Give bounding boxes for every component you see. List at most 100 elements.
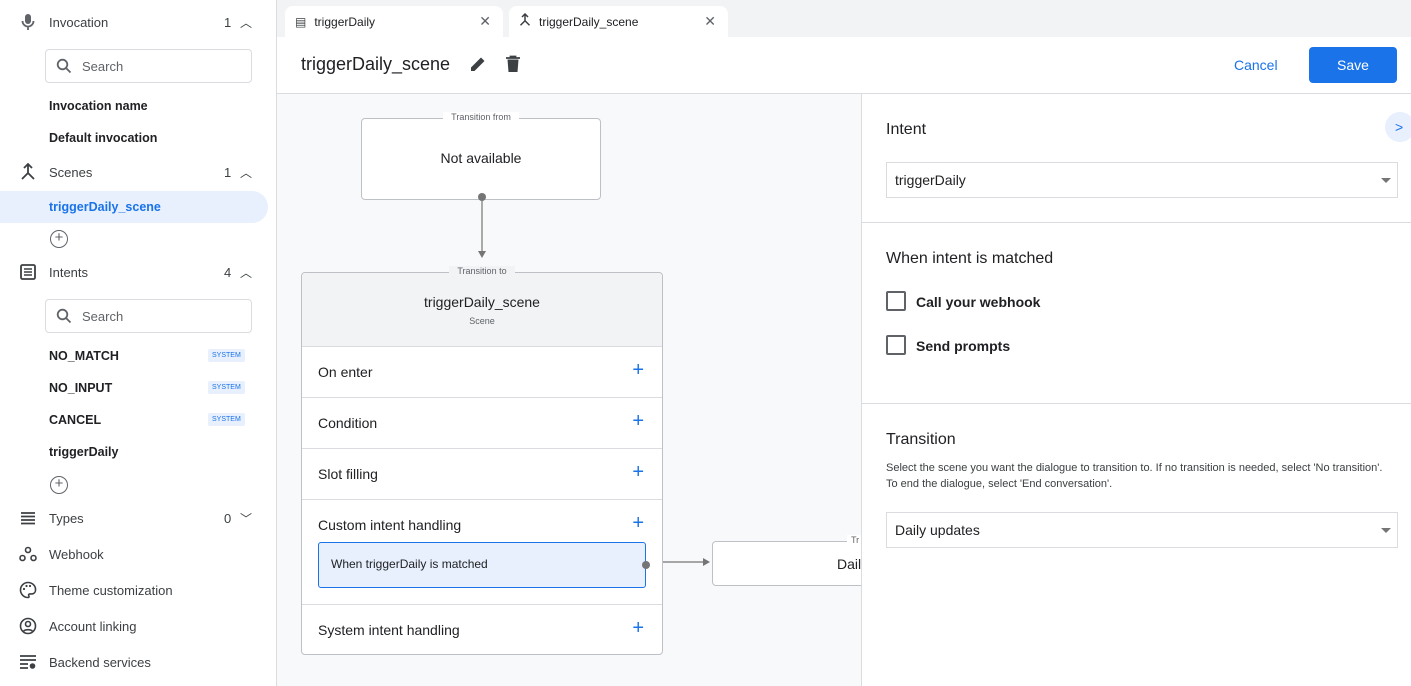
section-count: 0 [224, 510, 232, 526]
sidebar-section-intents[interactable]: Intents 4 ︿ [0, 257, 276, 287]
transition-heading: Transition [886, 431, 956, 448]
scene-merge-icon [18, 162, 38, 182]
item-label: Webhook [49, 546, 104, 562]
tab-label: triggerDaily_scene [539, 14, 639, 29]
row-on-enter[interactable]: On enter+ [302, 346, 662, 397]
item-label: triggerDaily_scene [49, 200, 161, 214]
transition-description: Select the scene you want the dialogue t… [886, 462, 1383, 490]
matched-heading: When intent is matched [886, 250, 1054, 267]
row-slot-filling[interactable]: Slot filling+ [302, 448, 662, 499]
add-icon[interactable]: + [632, 512, 644, 534]
sidebar-item-intent[interactable]: NO_INPUT [49, 381, 113, 395]
node-legend: Transition from [443, 112, 519, 122]
row-system-intent-handling[interactable]: System intent handling+ [302, 604, 662, 655]
search-placeholder: Search [82, 308, 124, 324]
node-legend: Transition to [449, 266, 515, 276]
send-prompts-checkbox[interactable] [886, 335, 906, 355]
types-list-icon [18, 508, 38, 528]
section-label: Invocation [49, 14, 109, 30]
selected-value: Daily updates [895, 522, 980, 538]
delete-trash-icon[interactable] [505, 55, 521, 76]
editor-tab-bar: ▤ triggerDaily ✕ triggerDaily_scene ✕ [277, 0, 1411, 37]
invocation-search-input[interactable]: Search [45, 49, 252, 83]
dropdown-arrow-icon [1381, 528, 1391, 533]
intent-select[interactable]: triggerDaily [886, 162, 1398, 198]
microphone-icon [18, 12, 38, 32]
sidebar-section-invocation[interactable]: Invocation 1 ︿ [0, 7, 276, 37]
add-icon[interactable]: + [632, 461, 644, 483]
sidebar-section-scenes[interactable]: Scenes 1 ︿ [0, 157, 276, 187]
arrow-head [478, 251, 486, 258]
intent-list-icon [18, 262, 38, 282]
close-icon[interactable]: ✕ [704, 13, 716, 29]
close-icon[interactable]: ✕ [479, 13, 491, 29]
sidebar-item-backend-services[interactable]: Backend services [0, 647, 276, 677]
item-label: Backend services [49, 654, 151, 670]
intents-search-input[interactable]: Search [45, 299, 252, 333]
sidebar-item-triggerdaily-scene[interactable]: triggerDaily_scene [0, 191, 268, 223]
row-condition[interactable]: Condition+ [302, 397, 662, 448]
checkbox-label: Send prompts [916, 338, 1011, 354]
dropdown-arrow-icon [1381, 178, 1391, 183]
target-scene-name: Dail [837, 556, 861, 572]
sidebar-item-intent[interactable]: NO_MATCH [49, 349, 119, 363]
intent-icon: ▤ [295, 14, 307, 29]
system-badge: SYSTEM [208, 349, 245, 362]
palette-icon [18, 580, 38, 600]
chevron-up-icon[interactable]: ︿ [240, 265, 253, 280]
system-badge: SYSTEM [208, 413, 245, 426]
edit-pencil-icon[interactable] [469, 55, 487, 76]
sidebar: Invocation 1 ︿ Search Invocation name De… [0, 0, 277, 686]
divider [862, 403, 1411, 404]
transition-select[interactable]: Daily updates [886, 512, 1398, 548]
node-legend: Tr [847, 535, 861, 545]
item-label: Theme customization [49, 582, 173, 598]
sidebar-item-default-invocation[interactable]: Default invocation [49, 131, 158, 145]
selected-value: triggerDaily [895, 172, 966, 188]
add-icon[interactable]: + [632, 359, 644, 381]
chevron-up-icon[interactable]: ︿ [240, 165, 253, 180]
arrow-head [703, 558, 710, 566]
section-count: 1 [224, 164, 232, 180]
transition-from-node: Transition from Not available [361, 112, 601, 200]
sidebar-item-intent[interactable]: triggerDaily [49, 445, 119, 459]
account-circle-icon [18, 616, 38, 636]
section-label: Intents [49, 264, 89, 280]
sidebar-item-webhook[interactable]: Webhook [0, 539, 276, 569]
sidebar-item-intent[interactable]: CANCEL [49, 413, 102, 427]
collapse-panel-chevron-icon[interactable]: > [1385, 112, 1411, 142]
scene-icon [519, 12, 531, 30]
save-button[interactable]: Save [1309, 47, 1397, 83]
divider [862, 222, 1411, 223]
search-placeholder: Search [82, 58, 124, 74]
call-webhook-checkbox[interactable] [886, 291, 906, 311]
section-count: 1 [224, 14, 232, 30]
scene-name: triggerDaily_scene [424, 294, 540, 310]
page-title: triggerDaily_scene [301, 54, 451, 74]
add-intent-icon[interactable]: + [50, 476, 68, 494]
target-scene-node[interactable]: Tr Dail [712, 535, 861, 586]
add-icon[interactable]: + [632, 617, 644, 639]
add-scene-icon[interactable]: + [50, 230, 68, 248]
chevron-down-icon[interactable]: ﹀ [240, 511, 253, 526]
node-value: Not available [440, 150, 522, 166]
connector-dot [642, 561, 650, 569]
sidebar-section-types[interactable]: Types 0 ﹀ [0, 503, 276, 533]
scene-type: Scene [469, 316, 495, 326]
tab-triggerdaily[interactable]: ▤ triggerDaily ✕ [285, 6, 503, 37]
sidebar-item-invocation-name[interactable]: Invocation name [49, 99, 148, 113]
tab-label: triggerDaily [314, 14, 376, 29]
row-custom-intent-handling[interactable]: Custom intent handling+ When triggerDail… [302, 499, 662, 604]
item-label: Account linking [49, 618, 137, 634]
add-icon[interactable]: + [632, 410, 644, 432]
sidebar-item-account-linking[interactable]: Account linking [0, 611, 276, 641]
sidebar-item-theme-customization[interactable]: Theme customization [0, 575, 276, 605]
intent-handler-triggerdaily[interactable]: When triggerDaily is matched [318, 542, 646, 588]
tab-triggerdaily-scene[interactable]: triggerDaily_scene ✕ [509, 6, 728, 37]
search-icon [56, 58, 72, 74]
intent-heading: Intent [886, 121, 927, 138]
chevron-up-icon[interactable]: ︿ [240, 15, 253, 30]
section-label: Scenes [49, 164, 93, 180]
transition-to-scene-node: Transition to triggerDaily_scene Scene O… [301, 266, 663, 655]
cancel-button[interactable]: Cancel [1234, 57, 1278, 73]
